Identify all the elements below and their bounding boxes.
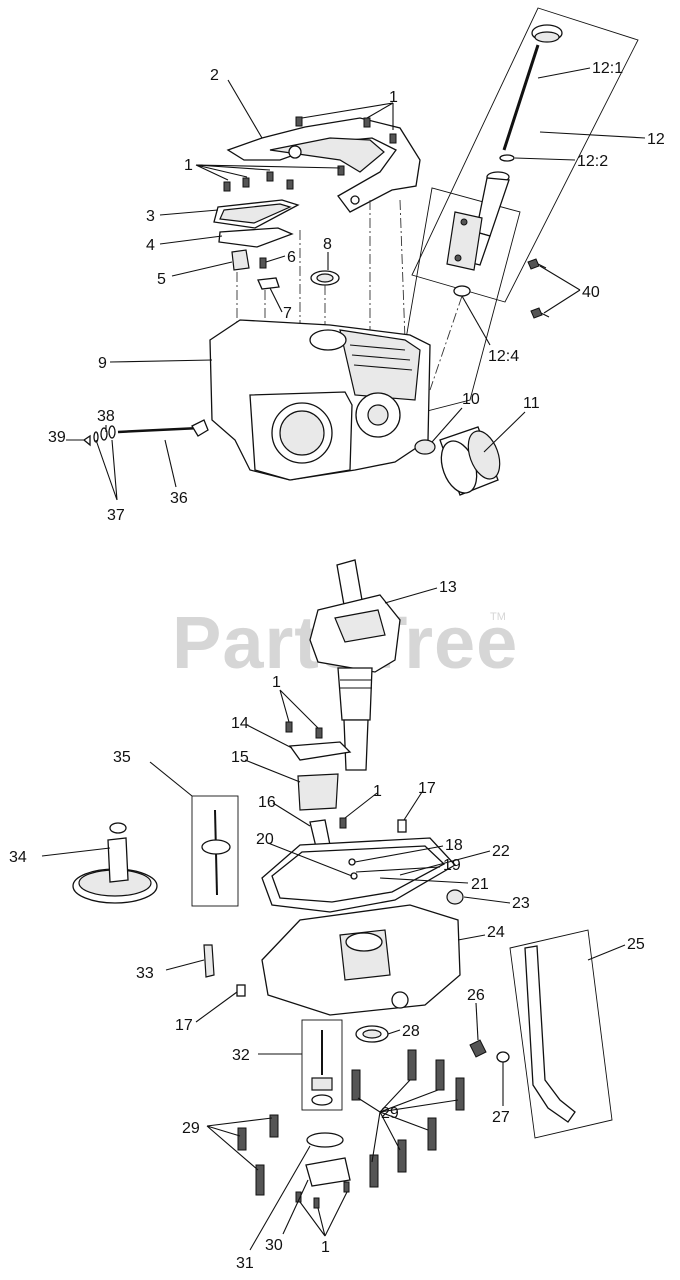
dipstick-tube bbox=[467, 171, 510, 266]
plate-screw-left bbox=[285, 721, 293, 733]
callout-17: 17 bbox=[175, 1017, 193, 1034]
oil-pump bbox=[311, 1030, 333, 1106]
callout-1: 1 bbox=[389, 89, 398, 106]
callout-29: 29 bbox=[381, 1105, 399, 1122]
callout-4: 4 bbox=[146, 237, 155, 254]
tube-o-ring bbox=[453, 285, 471, 297]
governor-bracket bbox=[203, 944, 215, 978]
callout-12-4: 12:4 bbox=[488, 348, 519, 365]
dipstick bbox=[499, 24, 563, 162]
camshaft bbox=[72, 822, 158, 904]
callout-27: 27 bbox=[492, 1109, 510, 1126]
callout-31: 31 bbox=[236, 1255, 254, 1272]
callout-24: 24 bbox=[487, 924, 505, 941]
callout-18: 18 bbox=[445, 837, 463, 854]
callout-1: 1 bbox=[373, 783, 382, 800]
callout-30: 30 bbox=[265, 1237, 283, 1254]
callout-33: 33 bbox=[136, 965, 154, 982]
callout-32: 32 bbox=[232, 1047, 250, 1064]
callout-22: 22 bbox=[492, 843, 510, 860]
callout-6: 6 bbox=[287, 249, 296, 266]
oil-filter bbox=[439, 426, 501, 496]
crankshaft bbox=[309, 559, 401, 771]
callout-17: 17 bbox=[418, 780, 436, 797]
callout-37: 37 bbox=[107, 507, 125, 524]
callout-35: 35 bbox=[113, 749, 131, 766]
callout-12-1: 12:1 bbox=[592, 60, 623, 77]
oil-pickup-tube bbox=[524, 945, 576, 1123]
pump-cover-screws bbox=[295, 1181, 350, 1209]
fitting bbox=[469, 1039, 487, 1058]
callout-16: 16 bbox=[258, 794, 276, 811]
crankcase-cover bbox=[261, 904, 461, 1016]
sensor-screw bbox=[339, 817, 347, 829]
callout-36: 36 bbox=[170, 490, 188, 507]
callout-34: 34 bbox=[9, 849, 27, 866]
callout-1: 1 bbox=[321, 1239, 330, 1256]
callout-15: 15 bbox=[231, 749, 249, 766]
callout-25: 25 bbox=[627, 936, 645, 953]
callout-10: 10 bbox=[462, 391, 480, 408]
callout-labels: 2 1 1 3 4 5 6 7 8 9 10 11 12:1 12 12:2 1… bbox=[9, 60, 665, 1272]
callout-14: 14 bbox=[231, 715, 249, 732]
callout-12: 12 bbox=[647, 131, 665, 148]
callout-12-2: 12:2 bbox=[577, 153, 608, 170]
callout-39: 39 bbox=[48, 429, 66, 446]
dipstick-bracket-frame bbox=[391, 187, 521, 421]
breather-gasket-inner bbox=[219, 203, 292, 224]
pickup-tube-frame bbox=[509, 929, 613, 1139]
governor-shaft bbox=[82, 419, 209, 447]
spring bbox=[348, 858, 356, 866]
leader-lines bbox=[41, 67, 646, 1251]
callout-1: 1 bbox=[272, 674, 281, 691]
callout-3: 3 bbox=[146, 208, 155, 225]
cylinder-block bbox=[209, 319, 431, 481]
callout-23: 23 bbox=[512, 895, 530, 912]
callout-5: 5 bbox=[157, 271, 166, 288]
retainer-plate bbox=[288, 741, 352, 761]
breather-filter bbox=[231, 249, 250, 271]
hose-clamp bbox=[496, 1051, 510, 1063]
callout-11: 11 bbox=[523, 395, 540, 412]
callout-20: 20 bbox=[256, 831, 274, 848]
cover-bolts bbox=[237, 1049, 465, 1196]
bracket-screws bbox=[527, 258, 550, 319]
dipstick-assembly-frame bbox=[411, 7, 639, 303]
callout-1: 2 bbox=[210, 67, 219, 84]
dowel-pin-top bbox=[397, 819, 407, 833]
crankcase-gasket-inner bbox=[271, 845, 446, 903]
callout-28: 28 bbox=[402, 1023, 420, 1040]
cylinder-head-baffle bbox=[226, 117, 421, 213]
callout-19: 19 bbox=[443, 857, 461, 874]
governor-gear-frame bbox=[191, 795, 239, 907]
reed-screw bbox=[259, 257, 267, 269]
callout-8: 8 bbox=[323, 236, 332, 253]
callout-9: 9 bbox=[98, 355, 107, 372]
callout-26: 26 bbox=[467, 987, 485, 1004]
watermark-trademark: TM bbox=[490, 611, 506, 623]
oil-pump-frame bbox=[301, 1019, 343, 1111]
callout-13: 13 bbox=[439, 579, 457, 596]
oil-filter-adapter bbox=[414, 439, 436, 455]
callout-21: 21 bbox=[471, 876, 489, 893]
dowel-pin-bottom bbox=[236, 984, 246, 997]
tube-bracket bbox=[446, 211, 483, 271]
callout-40: 40 bbox=[582, 284, 600, 301]
pump-cover-plate bbox=[305, 1157, 351, 1187]
bearing-shim bbox=[297, 773, 339, 811]
reed-valve bbox=[257, 277, 280, 290]
callout-1: 1 bbox=[184, 157, 193, 174]
plate-screw-right bbox=[315, 727, 323, 739]
pump-o-ring bbox=[306, 1132, 344, 1148]
callout-29: 29 bbox=[182, 1120, 200, 1137]
plug bbox=[446, 889, 464, 905]
breather-plate bbox=[218, 227, 294, 248]
callout-38: 38 bbox=[97, 408, 115, 425]
governor-gear bbox=[201, 809, 231, 896]
callout-7: 7 bbox=[283, 305, 292, 322]
